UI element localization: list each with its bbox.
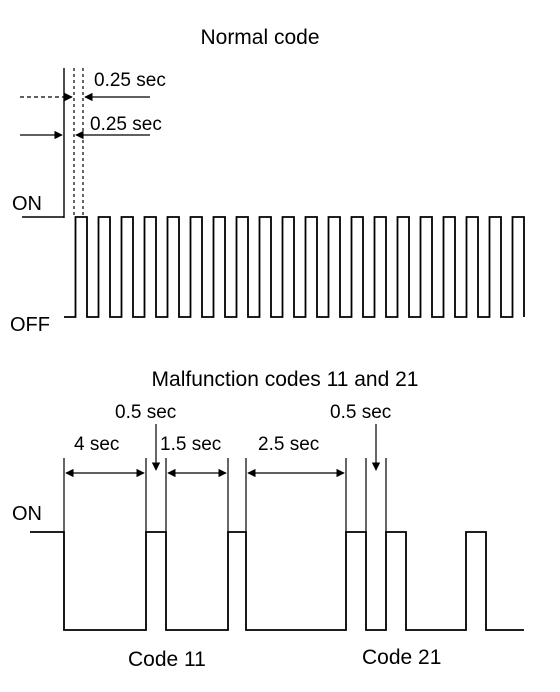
malfunction-waveform bbox=[30, 531, 524, 631]
dim-label-15sec: 1.5 sec bbox=[160, 434, 221, 455]
on-label: ON bbox=[12, 503, 42, 525]
dim-label-top: 0.25 sec bbox=[94, 70, 166, 91]
dim-label-bottom: 0.25 sec bbox=[90, 114, 162, 135]
off-label: OFF bbox=[10, 314, 50, 336]
normal-code-title: Normal code bbox=[200, 26, 319, 49]
malfunction-code-section: Malfunction codes 11 and 21 ON 4 sec 0.5… bbox=[12, 368, 524, 671]
code-11-label: Code 11 bbox=[128, 648, 206, 671]
on-label: ON bbox=[12, 193, 42, 215]
normal-pulse-waveform bbox=[64, 216, 525, 318]
code-21-label: Code 21 bbox=[362, 646, 441, 669]
normal-code-section: Normal code 0.25 sec 0.25 sec ON OFF bbox=[10, 26, 525, 336]
dim-label-4sec: 4 sec bbox=[74, 434, 119, 455]
dim-label-05sec-b: 0.5 sec bbox=[330, 402, 391, 423]
malfunction-title: Malfunction codes 11 and 21 bbox=[152, 368, 419, 391]
dim-label-25sec: 2.5 sec bbox=[258, 434, 319, 455]
dim-label-05sec-a: 0.5 sec bbox=[115, 402, 176, 423]
